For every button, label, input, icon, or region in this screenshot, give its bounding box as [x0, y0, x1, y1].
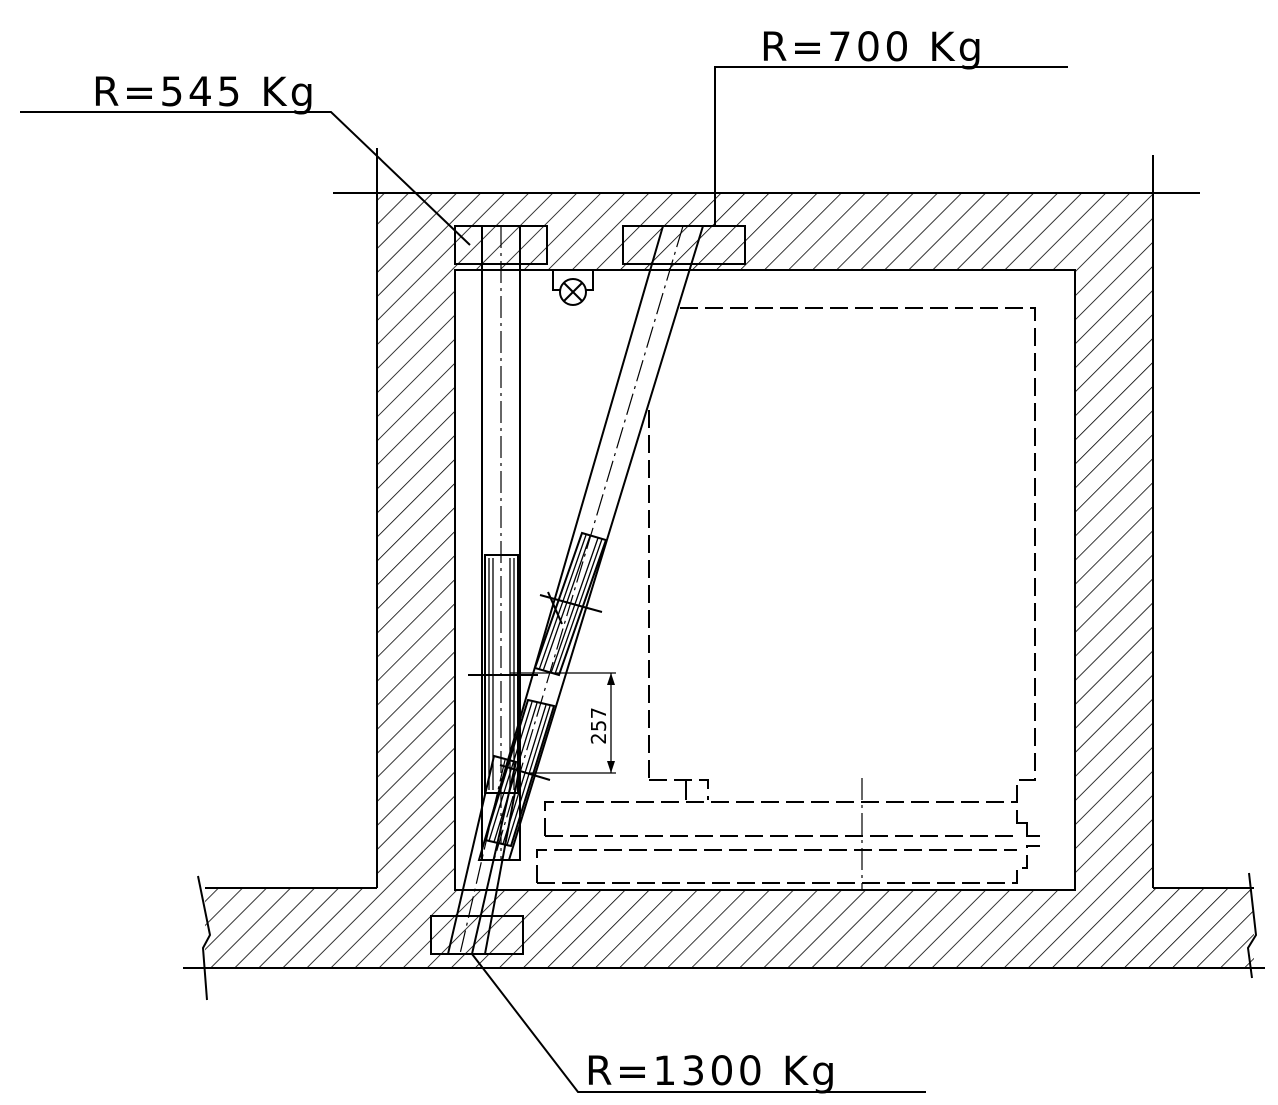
dimension-value: 257 — [587, 707, 611, 745]
inclined-guide-rail-upper — [477, 225, 705, 861]
dimension-257: 257 — [510, 672, 616, 774]
shaft-wall-outline — [183, 148, 1265, 1001]
reaction-label-bottom: R=1300 Kg — [585, 1049, 839, 1095]
shaft-wall-section — [205, 193, 1254, 968]
reaction-label-top-right: R=700 Kg — [760, 25, 986, 71]
leader-lines — [20, 66, 1068, 1093]
light-fixture-icon — [552, 271, 594, 306]
elevator-car-outline — [536, 307, 1040, 890]
reaction-label-top-left: R=545 Kg — [92, 70, 318, 116]
